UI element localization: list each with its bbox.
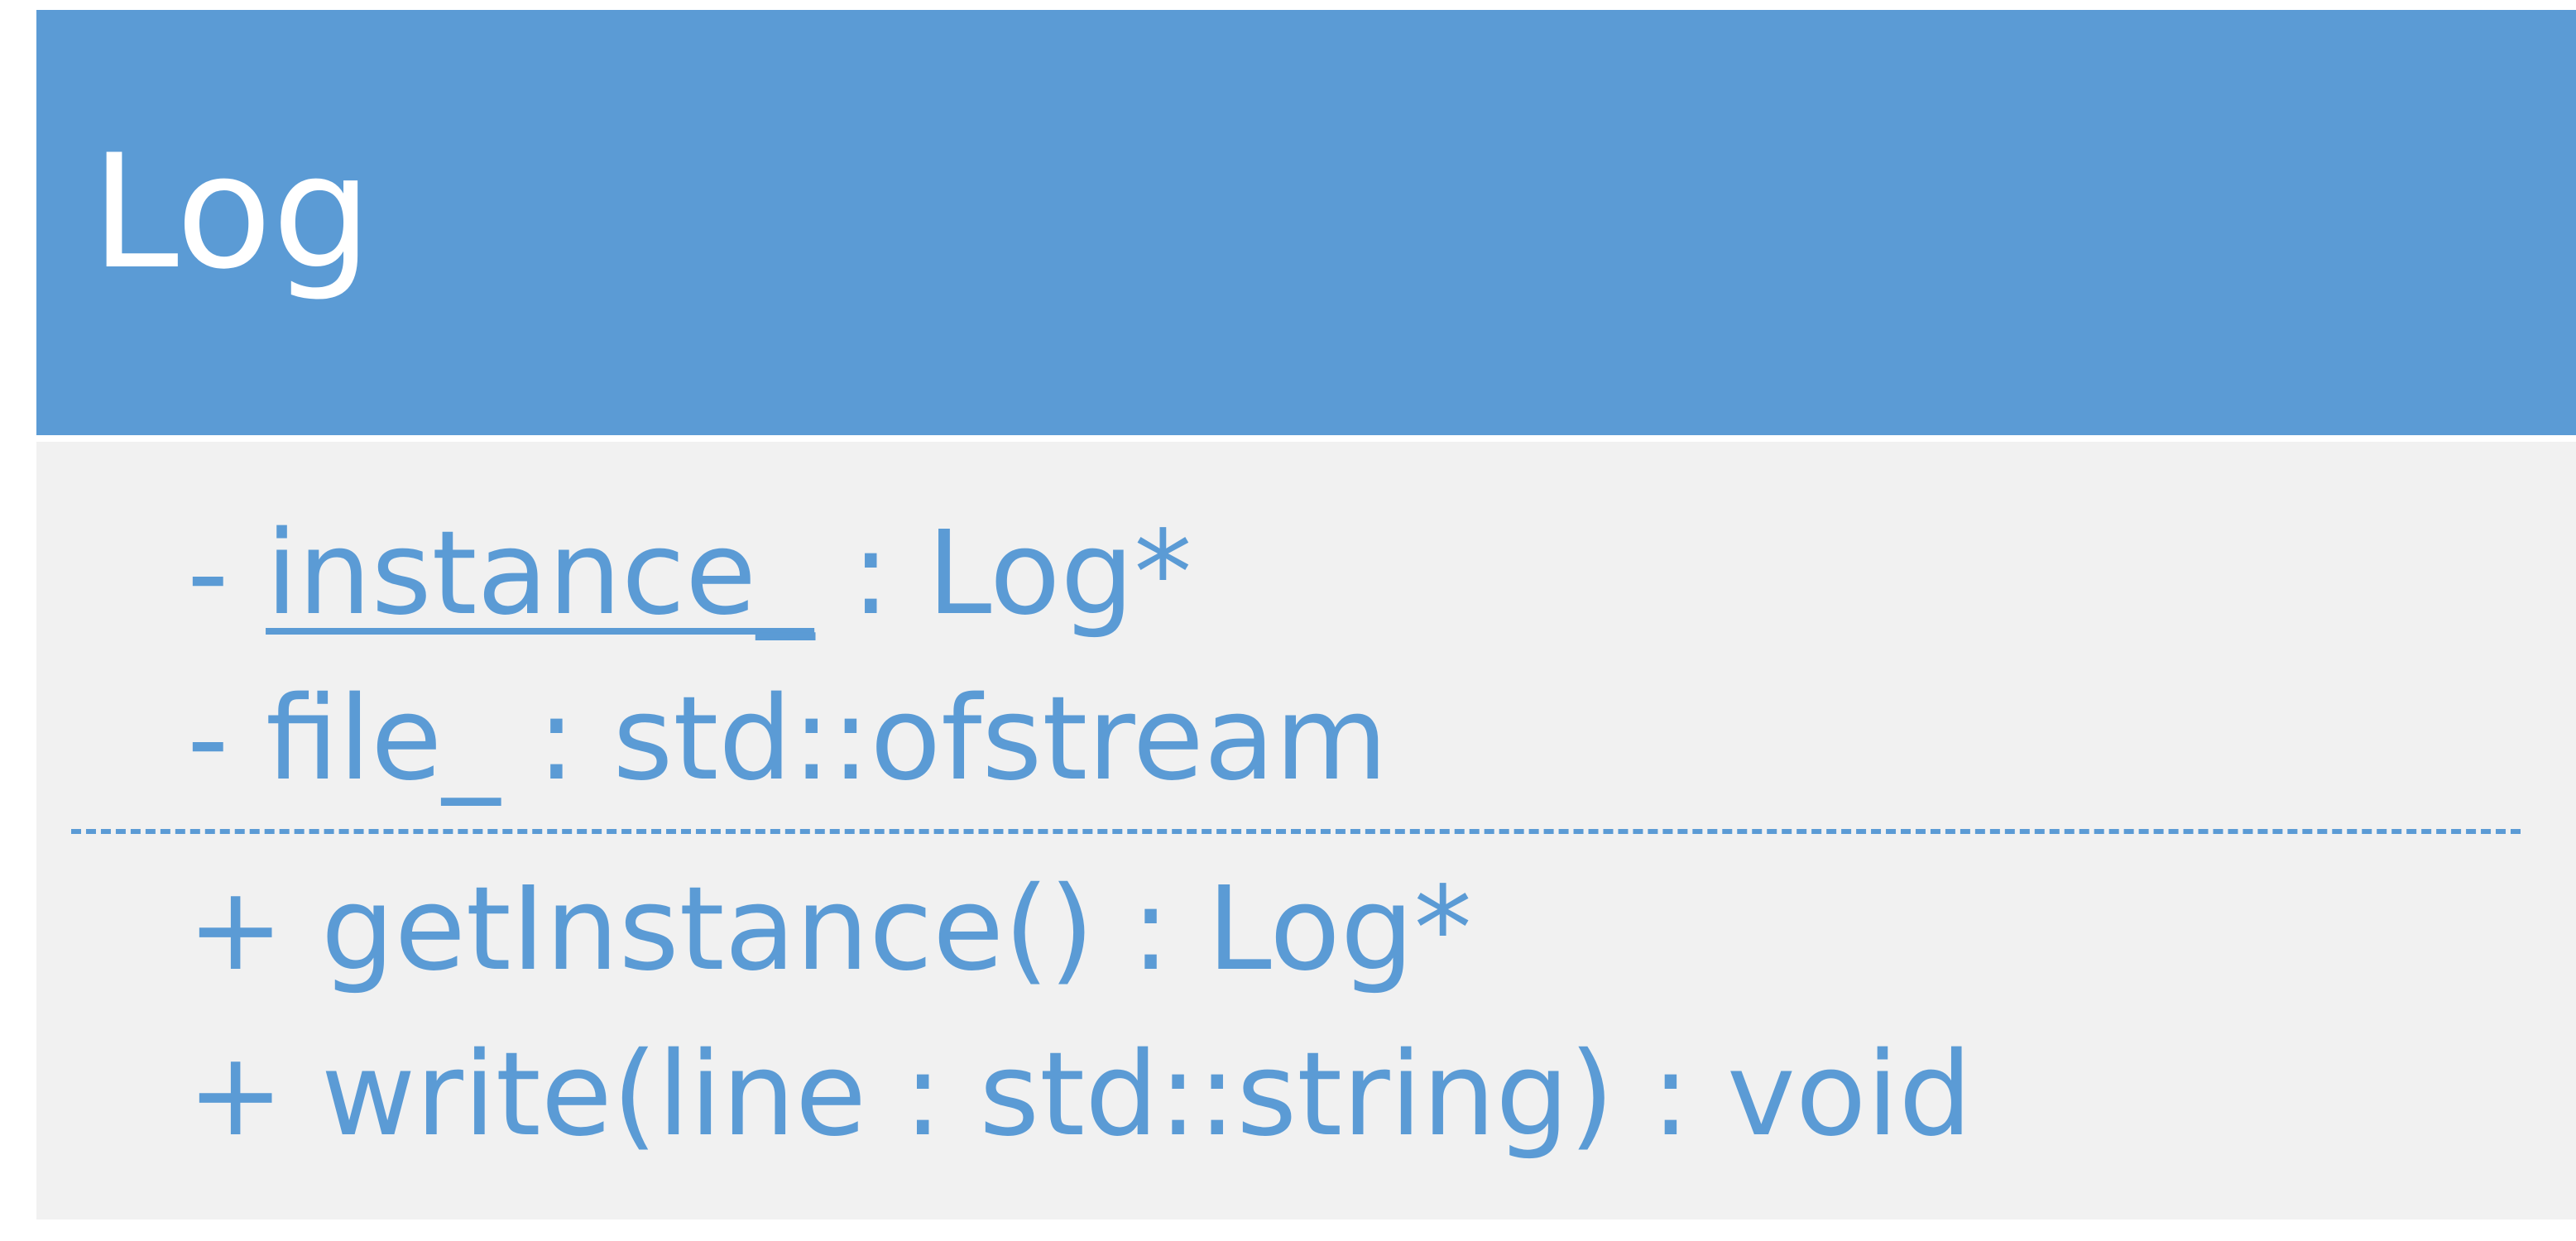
attribute-type: : std::ofstream xyxy=(500,672,1389,807)
attribute-type: : Log* xyxy=(814,506,1192,641)
attribute-visibility: - xyxy=(187,506,229,641)
uml-class-box: Log - instance_ : Log* - file_ : std::of… xyxy=(36,10,2576,1219)
operation-visibility: + xyxy=(187,862,285,997)
operation-visibility: + xyxy=(187,1028,285,1162)
attribute-file: - file_ : std::ofstream xyxy=(187,682,1388,798)
attribute-name-static: instance_ xyxy=(266,506,815,641)
attribute-visibility: - xyxy=(187,672,229,807)
class-body: - instance_ : Log* - file_ : std::ofstre… xyxy=(36,442,2576,1219)
operation-signature: getInstance() : Log* xyxy=(320,862,1472,997)
class-header: Log xyxy=(36,10,2576,435)
attribute-instance: - instance_ : Log* xyxy=(187,516,1192,632)
operation-getinstance: + getInstance() : Log* xyxy=(187,872,1472,988)
operation-signature: write(line : std::string) : void xyxy=(320,1028,1973,1162)
section-divider xyxy=(71,829,2521,834)
attribute-name: file_ xyxy=(266,672,501,807)
operation-write: + write(line : std::string) : void xyxy=(187,1037,1972,1153)
class-name: Log xyxy=(91,121,372,304)
